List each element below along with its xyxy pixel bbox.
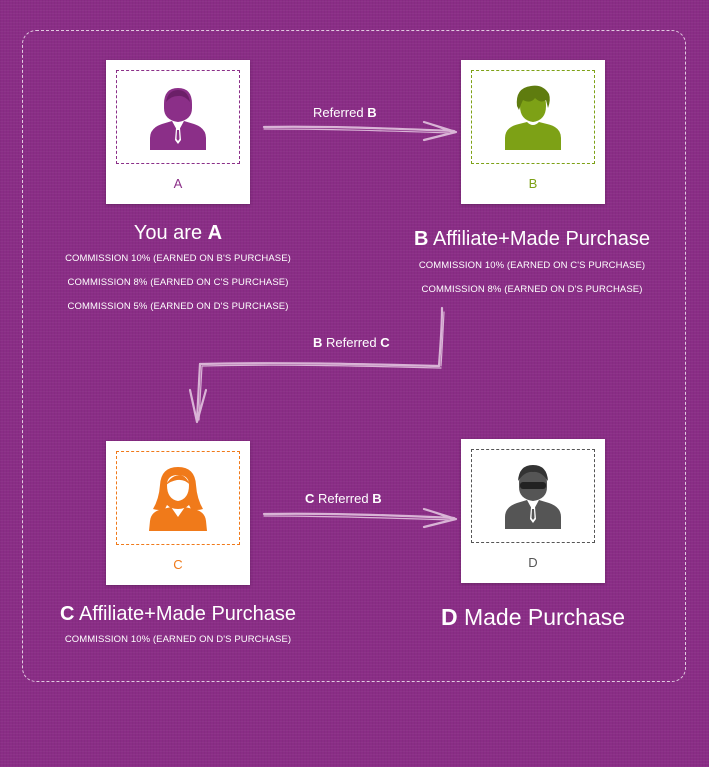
commission-b-2: COMMISSION 8% (EARNED ON D'S PURCHASE) <box>421 284 643 295</box>
arrow-label-b-to-c: B Referred C <box>313 335 390 350</box>
arrow-bold-letter: C <box>380 335 390 350</box>
card-c: C <box>106 441 250 585</box>
commission-a-2: COMMISSION 8% (EARNED ON C'S PURCHASE) <box>67 277 289 288</box>
card-b: B <box>461 60 605 204</box>
title-b: B Affiliate+Made Purchase <box>388 228 676 251</box>
title-text: Affiliate+Made Purchase <box>78 603 296 625</box>
arrow-a-to-b <box>262 120 458 142</box>
title-letter: C <box>60 603 75 625</box>
title-a: You are A <box>78 222 278 245</box>
arrow-text: Referred <box>318 491 369 506</box>
title-c: C Affiliate+Made Purchase <box>34 603 322 626</box>
man-sunglasses-icon <box>501 463 565 529</box>
avatar-frame-a <box>116 70 240 164</box>
commission-c-1: COMMISSION 10% (EARNED ON D'S PURCHASE) <box>64 634 292 645</box>
arrow-bold-letter: C <box>305 491 315 506</box>
card-a: A <box>106 60 250 204</box>
title-d: D Made Purchase <box>413 604 653 631</box>
title-text: Affiliate+Made Purchase <box>432 228 650 250</box>
avatar-frame-b <box>471 70 595 164</box>
arrow-bold-letter: B <box>313 335 323 350</box>
commission-a-3: COMMISSION 5% (EARNED ON D'S PURCHASE) <box>67 301 289 312</box>
arrow-label-c-to-d: C Referred B <box>305 491 382 506</box>
node-letter-b: B <box>528 176 538 191</box>
node-letter-a: A <box>173 176 183 191</box>
title-text: You are <box>133 222 203 244</box>
node-letter-d: D <box>528 555 538 570</box>
arrow-bold-letter: B <box>367 105 377 120</box>
title-letter: A <box>207 222 223 244</box>
commission-b-1: COMMISSION 10% (EARNED ON C'S PURCHASE) <box>418 260 646 271</box>
node-letter-c: C <box>173 557 183 572</box>
arrow-bold-letter: B <box>372 491 382 506</box>
arrow-text: Referred <box>326 335 377 350</box>
arrow-b-to-c <box>188 306 445 424</box>
avatar-frame-c <box>116 451 240 545</box>
commission-a-1: COMMISSION 10% (EARNED ON B'S PURCHASE) <box>65 253 291 264</box>
diagram-frame <box>22 30 686 682</box>
businessman-icon <box>146 84 210 150</box>
woman-icon <box>145 465 211 531</box>
title-letter: D <box>440 604 458 630</box>
card-d: D <box>461 439 605 583</box>
arrow-label-a-to-b: Referred B <box>313 105 377 120</box>
young-man-icon <box>501 84 565 150</box>
avatar-frame-d <box>471 449 595 543</box>
arrow-text: Referred <box>313 105 364 120</box>
arrow-c-to-d <box>262 507 458 529</box>
title-text: Made Purchase <box>463 604 626 630</box>
title-letter: B <box>414 228 429 250</box>
